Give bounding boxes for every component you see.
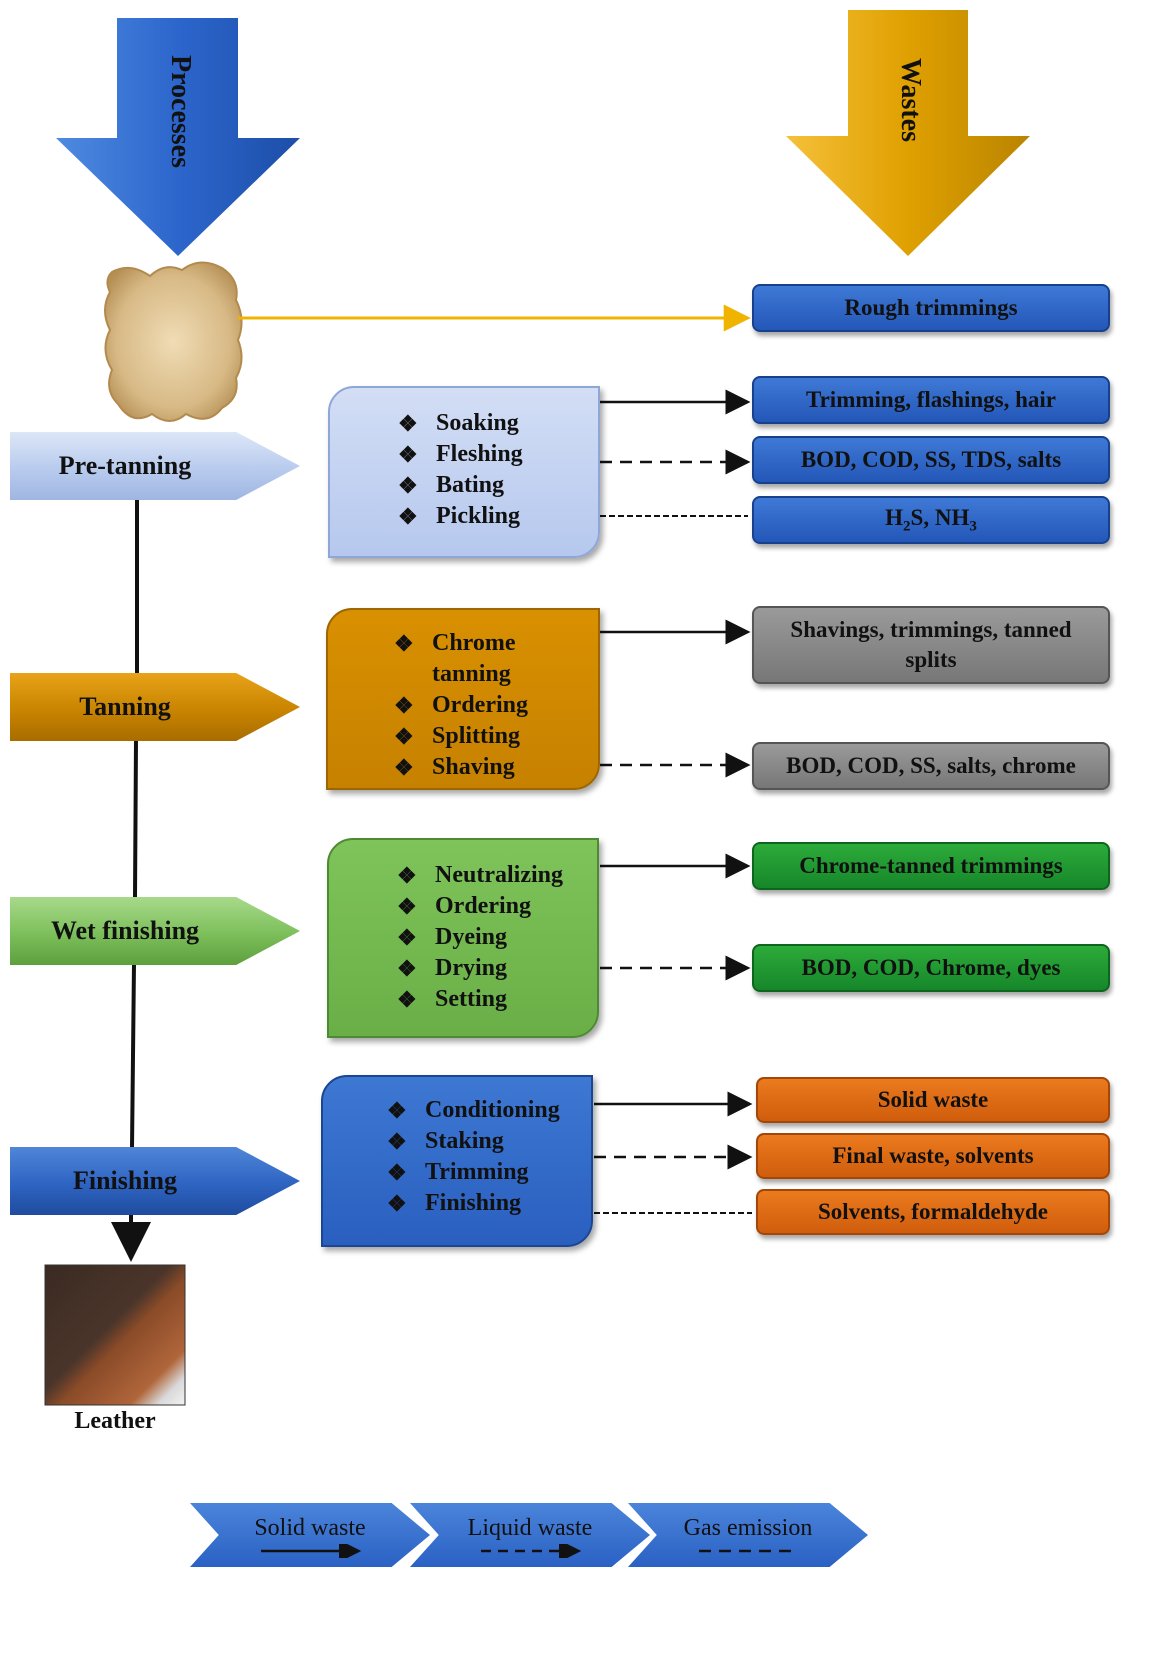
- process-item: Fleshing: [398, 439, 598, 470]
- legend-solid-waste: Solid waste: [190, 1503, 430, 1567]
- process-box-tanning: Chrome tanning Ordering Splitting Shavin…: [326, 608, 600, 790]
- waste-rough-trimmings: Rough trimmings: [752, 284, 1110, 332]
- process-item: Pickling: [398, 501, 598, 532]
- process-item: Dyeing: [397, 922, 597, 953]
- process-box-wet-finishing: Neutralizing Ordering Dyeing Drying Sett…: [327, 838, 599, 1038]
- process-item: Shaving: [394, 752, 544, 783]
- process-box-finishing: Conditioning Staking Trimming Finishing: [321, 1075, 593, 1247]
- step-wet-finishing: Wet finishing: [10, 897, 300, 965]
- raw-hide-image: [104, 261, 243, 422]
- process-item: Setting: [397, 984, 597, 1015]
- waste-wet-finishing-liquid: BOD, COD, Chrome, dyes: [752, 944, 1110, 992]
- process-item: Bating: [398, 470, 598, 501]
- process-item: Chrome tanning: [394, 628, 544, 690]
- leather-image: [44, 1264, 186, 1406]
- processes-arrow: [56, 18, 300, 256]
- process-item: Soaking: [398, 408, 598, 439]
- legend-liquid-line: [481, 1544, 582, 1558]
- legend-gas-line: [699, 1549, 797, 1553]
- process-item: Staking: [387, 1126, 591, 1157]
- step-tanning: Tanning: [10, 673, 300, 741]
- process-item: Drying: [397, 953, 597, 984]
- processes-header: Processes: [165, 54, 196, 168]
- process-item: Trimming: [387, 1157, 591, 1188]
- process-item: Neutralizing: [397, 860, 597, 891]
- waste-finishing-solid: Solid waste: [756, 1077, 1110, 1123]
- waste-pre-tanning-gas: H2S, NH3: [752, 496, 1110, 544]
- process-item: Finishing: [387, 1188, 591, 1219]
- legend-liquid-waste: Liquid waste: [410, 1503, 650, 1567]
- waste-pre-tanning-solid: Trimming, flashings, hair: [752, 376, 1110, 424]
- legend-solid-line: [261, 1544, 362, 1558]
- process-item: Conditioning: [387, 1095, 591, 1126]
- process-item: Splitting: [394, 721, 544, 752]
- wastes-header: Wastes: [895, 58, 926, 142]
- waste-wet-finishing-solid: Chrome-tanned trimmings: [752, 842, 1110, 890]
- leather-label: Leather: [74, 1408, 156, 1434]
- waste-finishing-liquid: Final waste, solvents: [756, 1133, 1110, 1179]
- waste-finishing-gas: Solvents, formaldehyde: [756, 1189, 1110, 1235]
- step-pre-tanning: Pre-tanning: [10, 432, 300, 500]
- step-finishing: Finishing: [10, 1147, 300, 1215]
- process-box-pre-tanning: Soaking Fleshing Bating Pickling: [328, 386, 600, 558]
- process-item: Ordering: [397, 891, 597, 922]
- legend-gas-emission: Gas emission: [628, 1503, 868, 1567]
- waste-tanning-liquid: BOD, COD, SS, salts, chrome: [752, 742, 1110, 790]
- wastes-arrow: [786, 10, 1030, 256]
- waste-pre-tanning-liquid: BOD, COD, SS, TDS, salts: [752, 436, 1110, 484]
- process-item: Ordering: [394, 690, 544, 721]
- waste-tanning-solid: Shavings, trimmings, tanned splits: [752, 606, 1110, 684]
